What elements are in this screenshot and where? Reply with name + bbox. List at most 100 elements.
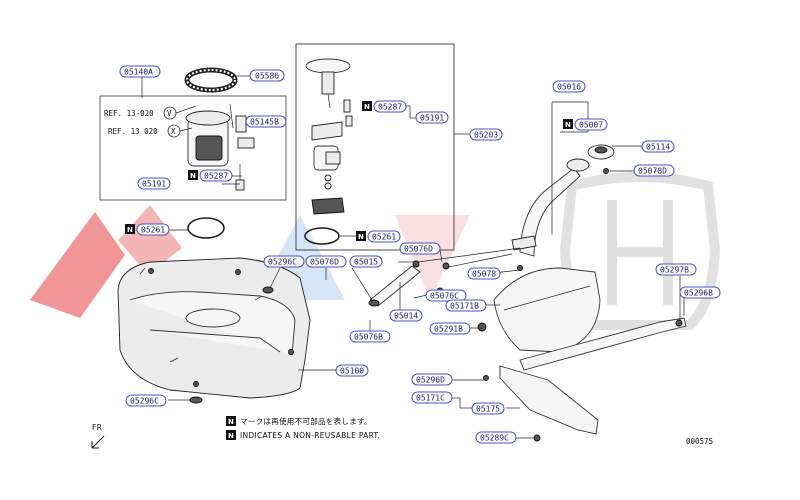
front-arrow-icon xyxy=(91,435,105,449)
part-label-05078[interactable]: 05078 xyxy=(467,267,501,280)
ref-v-symbol: V xyxy=(167,109,172,118)
lower-shield xyxy=(483,365,599,442)
ref-x-text: REF. 13 020 xyxy=(108,127,158,136)
part-label-text: 05297B xyxy=(660,266,689,275)
part-label-05140A[interactable]: 05140A xyxy=(119,65,161,78)
n-badge-text: N xyxy=(228,432,234,440)
n-badge-text: N xyxy=(127,226,133,234)
part-label-text: 05076B xyxy=(354,333,383,342)
part-label-05078D[interactable]: 05078D xyxy=(633,164,675,177)
retaining-ring xyxy=(184,67,238,93)
part-label-text: 05016 xyxy=(557,83,581,92)
part-label-text: 05076C xyxy=(430,292,459,301)
heat-shield xyxy=(477,267,601,353)
part-label-text: 05145B xyxy=(250,118,279,127)
ref-x-row: REF. 13 020 X xyxy=(108,124,193,138)
part-label-05296B[interactable]: 05296B xyxy=(679,286,721,299)
fuel-pump-assembly-left xyxy=(185,103,255,191)
ref-v-text: REF. 13-020 xyxy=(104,109,154,118)
part-label-text: 05296B xyxy=(684,289,713,298)
n-badge-text: N xyxy=(565,121,571,129)
note-en-text: INDICATES A NON-REUSABLE PART. xyxy=(240,431,380,440)
part-label-05261-center[interactable]: N 05261 xyxy=(356,230,401,243)
n-badge-text: N xyxy=(358,233,364,241)
part-label-text: 05261 xyxy=(141,226,165,235)
watermark-red-mark-left-2 xyxy=(118,205,182,275)
part-label-text: 05287 xyxy=(204,172,228,181)
part-label-text: 05586 xyxy=(255,72,279,81)
gasket-center xyxy=(304,227,340,245)
part-label-05296C-top[interactable]: 05296C xyxy=(263,255,305,268)
part-label-05287-center[interactable]: N 05287 xyxy=(362,100,407,113)
fuel-tank xyxy=(117,257,311,399)
watermark-red-mark-left xyxy=(30,212,125,318)
part-label-text: 05203 xyxy=(474,131,498,140)
part-label-05203[interactable]: 05203 xyxy=(469,128,503,141)
part-label-05076D-right[interactable]: 05076D xyxy=(399,242,441,255)
part-label-text: 05296C xyxy=(130,397,159,406)
tank-strap xyxy=(519,317,687,371)
part-label-05114[interactable]: 05114 xyxy=(641,140,675,153)
part-label-05296D[interactable]: 05296D xyxy=(411,373,453,386)
part-label-text: 05078 xyxy=(472,270,496,279)
part-label-05191-left[interactable]: 05191 xyxy=(137,177,171,190)
part-label-05076B[interactable]: 05076B xyxy=(349,330,391,343)
part-label-text: 05296C xyxy=(268,258,297,267)
part-label-text: 05171C xyxy=(416,394,445,403)
part-label-text: 05076D xyxy=(404,245,433,254)
part-label-05287-left[interactable]: N 05287 xyxy=(188,169,233,182)
part-label-05297B[interactable]: 05297B xyxy=(655,263,697,276)
part-label-text: 05100 xyxy=(340,367,364,376)
part-label-text: 05291B xyxy=(434,325,463,334)
part-label-05171B[interactable]: 05171B xyxy=(445,299,487,312)
pump-box-frame xyxy=(99,95,287,201)
fuel-lines xyxy=(368,247,523,307)
part-label-text: 05014 xyxy=(394,312,418,321)
note-jp-text: マークは再使用不可部品を表します。 xyxy=(240,416,372,426)
pump-module-box xyxy=(295,43,455,251)
part-label-05296C-bottom[interactable]: 05296C xyxy=(125,394,167,407)
part-label-text: 05078D xyxy=(638,167,667,176)
diagram-code: 000575 xyxy=(686,437,713,446)
pump-opening xyxy=(185,308,241,328)
part-label-text: 05140A xyxy=(124,68,153,77)
pump-module-frame xyxy=(295,43,455,251)
part-label-05175[interactable]: 05175 xyxy=(471,402,505,415)
ref-x-symbol: X xyxy=(171,127,176,136)
fuel-pump-module-center xyxy=(305,58,353,215)
part-label-05007[interactable]: N 05007 xyxy=(563,118,608,131)
part-label-05291B[interactable]: 05291B xyxy=(429,322,471,335)
filler-pipe xyxy=(511,144,615,257)
part-label-text: 05191 xyxy=(420,114,444,123)
part-label-text: 05076D xyxy=(310,258,339,267)
pump-assembly-box xyxy=(99,95,287,201)
part-label-text: 05261 xyxy=(372,233,396,242)
part-label-05191-center[interactable]: 05191 xyxy=(415,111,449,124)
part-label-text: 05007 xyxy=(579,121,603,130)
part-label-05014[interactable]: 05014 xyxy=(389,309,423,322)
part-label-text: 05175 xyxy=(476,405,500,414)
clip-top xyxy=(262,286,274,294)
part-label-05015[interactable]: 05015 xyxy=(349,255,383,268)
part-label-05171C[interactable]: 05171C xyxy=(411,391,453,404)
part-label-05261-left[interactable]: N 05261 xyxy=(125,223,170,236)
part-label-05076D-left[interactable]: 05076D xyxy=(305,255,347,268)
part-label-05016[interactable]: 05016 xyxy=(552,80,586,93)
part-label-text: 05296D xyxy=(416,376,445,385)
n-badge-text: N xyxy=(364,103,370,111)
part-label-05100[interactable]: 05100 xyxy=(335,364,369,377)
part-label-text: 05015 xyxy=(354,258,378,267)
n-badge-text: N xyxy=(190,172,196,180)
part-label-05289C[interactable]: 05289C xyxy=(475,431,517,444)
ref-v-row: REF. 13-020 V xyxy=(104,105,197,120)
part-label-05076C[interactable]: 05076C xyxy=(425,289,467,302)
part-label-05586[interactable]: 05586 xyxy=(249,69,285,82)
clip-bottom xyxy=(189,396,203,404)
part-label-text: 05114 xyxy=(646,143,670,152)
front-direction-indicator: FR xyxy=(91,423,105,449)
part-label-05145B[interactable]: 05145B xyxy=(245,115,287,128)
non-reusable-note-jp: N マークは再使用不可部品を表します。 xyxy=(226,416,372,426)
part-label-text: 05171B xyxy=(450,302,479,311)
fr-label: FR xyxy=(92,423,102,432)
